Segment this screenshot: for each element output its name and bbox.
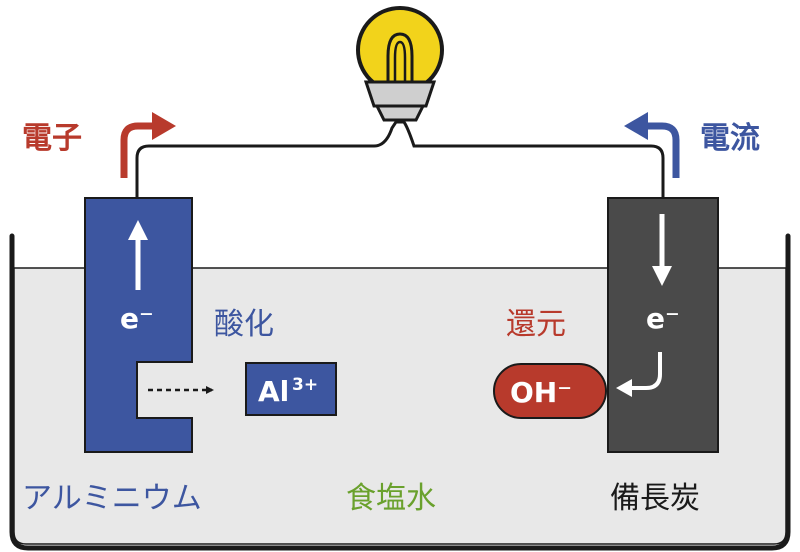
light-bulb-icon xyxy=(356,6,444,122)
electron-flow-arrowhead-icon xyxy=(152,112,176,140)
electron-flow-label: 電子 xyxy=(22,121,82,156)
al-ion-box xyxy=(245,362,337,416)
oxidation-label: 酸化 xyxy=(214,307,274,342)
charcoal-label: 備長炭 xyxy=(610,481,700,516)
aluminum-label: アルミニウム xyxy=(22,481,202,516)
salt-water-label: 食塩水 xyxy=(346,481,436,516)
wire xyxy=(135,120,665,198)
oh-ion-label: OH⁻ xyxy=(510,376,572,409)
al-ion-label: Al xyxy=(258,375,289,408)
al-ion-charge: 3+ xyxy=(292,375,318,395)
reduction-label: 還元 xyxy=(506,307,566,342)
container xyxy=(9,233,791,551)
aluminum-electrode xyxy=(84,197,193,453)
electron-flow-arrow-icon xyxy=(120,122,154,178)
current-flow-label: 電流 xyxy=(700,121,760,156)
current-flow-arrowhead-icon xyxy=(624,112,648,140)
current-flow-arrow-icon xyxy=(646,122,680,178)
curved-arrow-icon xyxy=(628,352,662,390)
oh-ion-pill xyxy=(493,363,607,419)
electron-label-right: e⁻ xyxy=(646,302,680,335)
electron-label-left: e⁻ xyxy=(120,302,154,335)
